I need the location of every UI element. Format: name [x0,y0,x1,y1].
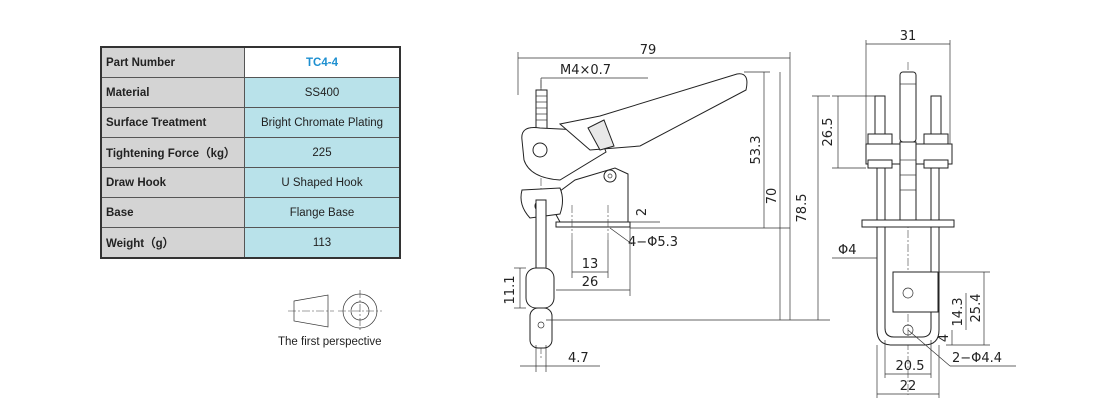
dim-height-70: 70 [765,188,780,205]
dim-offset: 4.7 [568,351,589,366]
handle-front [899,71,917,143]
dim-outer-width: 22 [900,379,917,394]
spec-label: Surface Treatment [100,107,245,138]
dim-hook-height: 25.4 [969,294,984,323]
dim-hole-height: 14.3 [951,298,966,327]
flange-base [555,221,631,228]
projection-label: The first perspective [278,336,382,348]
dim-hook-holes: 2−Φ4.4 [952,351,1002,366]
dim-inner-width: 20.5 [896,359,925,374]
side-view: 79 M4×0.7 53.3 70 2 4−Φ5.3 13 26 11.1 [503,43,830,372]
flange-base-front [861,219,955,228]
clamp-body-front [899,141,917,223]
dim-stud-dia: Φ4 [838,243,857,258]
dim-width: 31 [900,29,917,44]
spec-row: Weight（g）113 [100,227,401,259]
dim-hook-width: 11.1 [503,276,518,305]
spec-label: Weight（g） [100,227,245,259]
dim-hole-spacing: 13 [582,257,599,272]
spec-row: Tightening Force（kg）225 [100,137,401,168]
u-hook-front [876,226,940,346]
dim-stud-height: 26.5 [821,118,836,147]
spec-value: Bright Chromate Plating [244,107,401,138]
dim-thread: M4×0.7 [560,63,611,78]
dim-height-78-5: 78.5 [795,194,810,223]
dim-base-thickness: 2 [635,208,650,216]
dim-edge: 4 [937,334,952,342]
handle [558,73,748,151]
spec-label: Tightening Force（kg） [100,137,245,168]
dim-base-holes: 4−Φ5.3 [628,235,678,250]
first-angle-projection-symbol [288,290,382,332]
dim-overall-length: 79 [640,43,657,58]
spec-value: Flange Base [244,197,401,228]
stud-left [874,95,886,135]
dim-base-length: 26 [582,275,599,290]
stud-right [930,95,942,135]
spec-value: SS400 [244,77,401,108]
spec-value: 113 [244,227,401,259]
spec-value: U Shaped Hook [244,167,401,198]
front-view: 31 26.5 Φ4 25.4 14.3 4 2−Φ4.4 20.5 22 [821,29,1016,398]
spec-value: TC4-4 [244,46,401,78]
dim-height-53-3: 53.3 [749,136,764,165]
u-hook [525,267,555,309]
